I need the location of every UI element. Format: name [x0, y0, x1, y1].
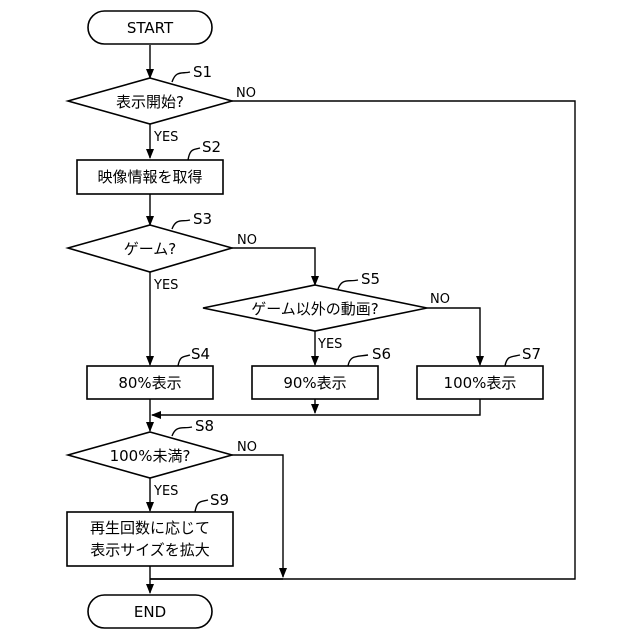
s3-no-label: NO	[237, 233, 257, 248]
s2-id: S2	[202, 138, 221, 156]
arrow-s7-merge	[152, 399, 480, 415]
s2-callout	[188, 148, 200, 160]
s9-text-line1: 再生回数に応じて	[90, 519, 210, 537]
s1-yes-label: YES	[153, 130, 178, 145]
end-label: END	[134, 603, 166, 621]
start-label: START	[127, 19, 174, 37]
process-s6: 90%表示 S6	[252, 345, 391, 399]
s7-text: 100%表示	[444, 374, 517, 392]
s8-no-label: NO	[237, 440, 257, 455]
s6-id: S6	[372, 345, 391, 363]
s3-callout	[172, 220, 190, 229]
arrow-s8-no	[232, 455, 283, 577]
s1-no-label: NO	[236, 86, 256, 101]
s5-no-label: NO	[430, 292, 450, 307]
s4-text: 80%表示	[118, 374, 181, 392]
s4-callout	[178, 355, 190, 366]
end-terminal: END	[88, 595, 212, 628]
s5-callout	[338, 280, 358, 289]
s9-id: S9	[210, 491, 229, 509]
s7-id: S7	[522, 345, 541, 363]
arrow-s5-s7	[427, 308, 480, 365]
s4-id: S4	[191, 345, 210, 363]
arrow-s3-s5	[232, 248, 315, 285]
start-terminal: START	[88, 11, 212, 44]
s3-id: S3	[193, 210, 212, 228]
s8-yes-label: YES	[153, 484, 178, 499]
s2-text: 映像情報を取得	[97, 168, 202, 186]
s7-callout	[505, 355, 520, 366]
s1-callout	[172, 72, 190, 82]
s5-id: S5	[361, 270, 380, 288]
s9-callout	[195, 500, 208, 512]
s8-callout	[172, 427, 192, 436]
s6-text: 90%表示	[283, 374, 346, 392]
s1-id: S1	[193, 63, 212, 81]
s3-yes-label: YES	[153, 278, 178, 293]
s9-text-line2: 表示サイズを拡大	[90, 541, 210, 559]
s1-text: 表示開始?	[116, 93, 184, 111]
s8-id: S8	[195, 417, 214, 435]
s6-callout	[348, 355, 368, 366]
s8-text: 100%未満?	[110, 447, 191, 465]
s5-text: ゲーム以外の動画?	[251, 300, 379, 318]
s5-yes-label: YES	[317, 337, 342, 352]
s3-text: ゲーム?	[124, 240, 177, 258]
